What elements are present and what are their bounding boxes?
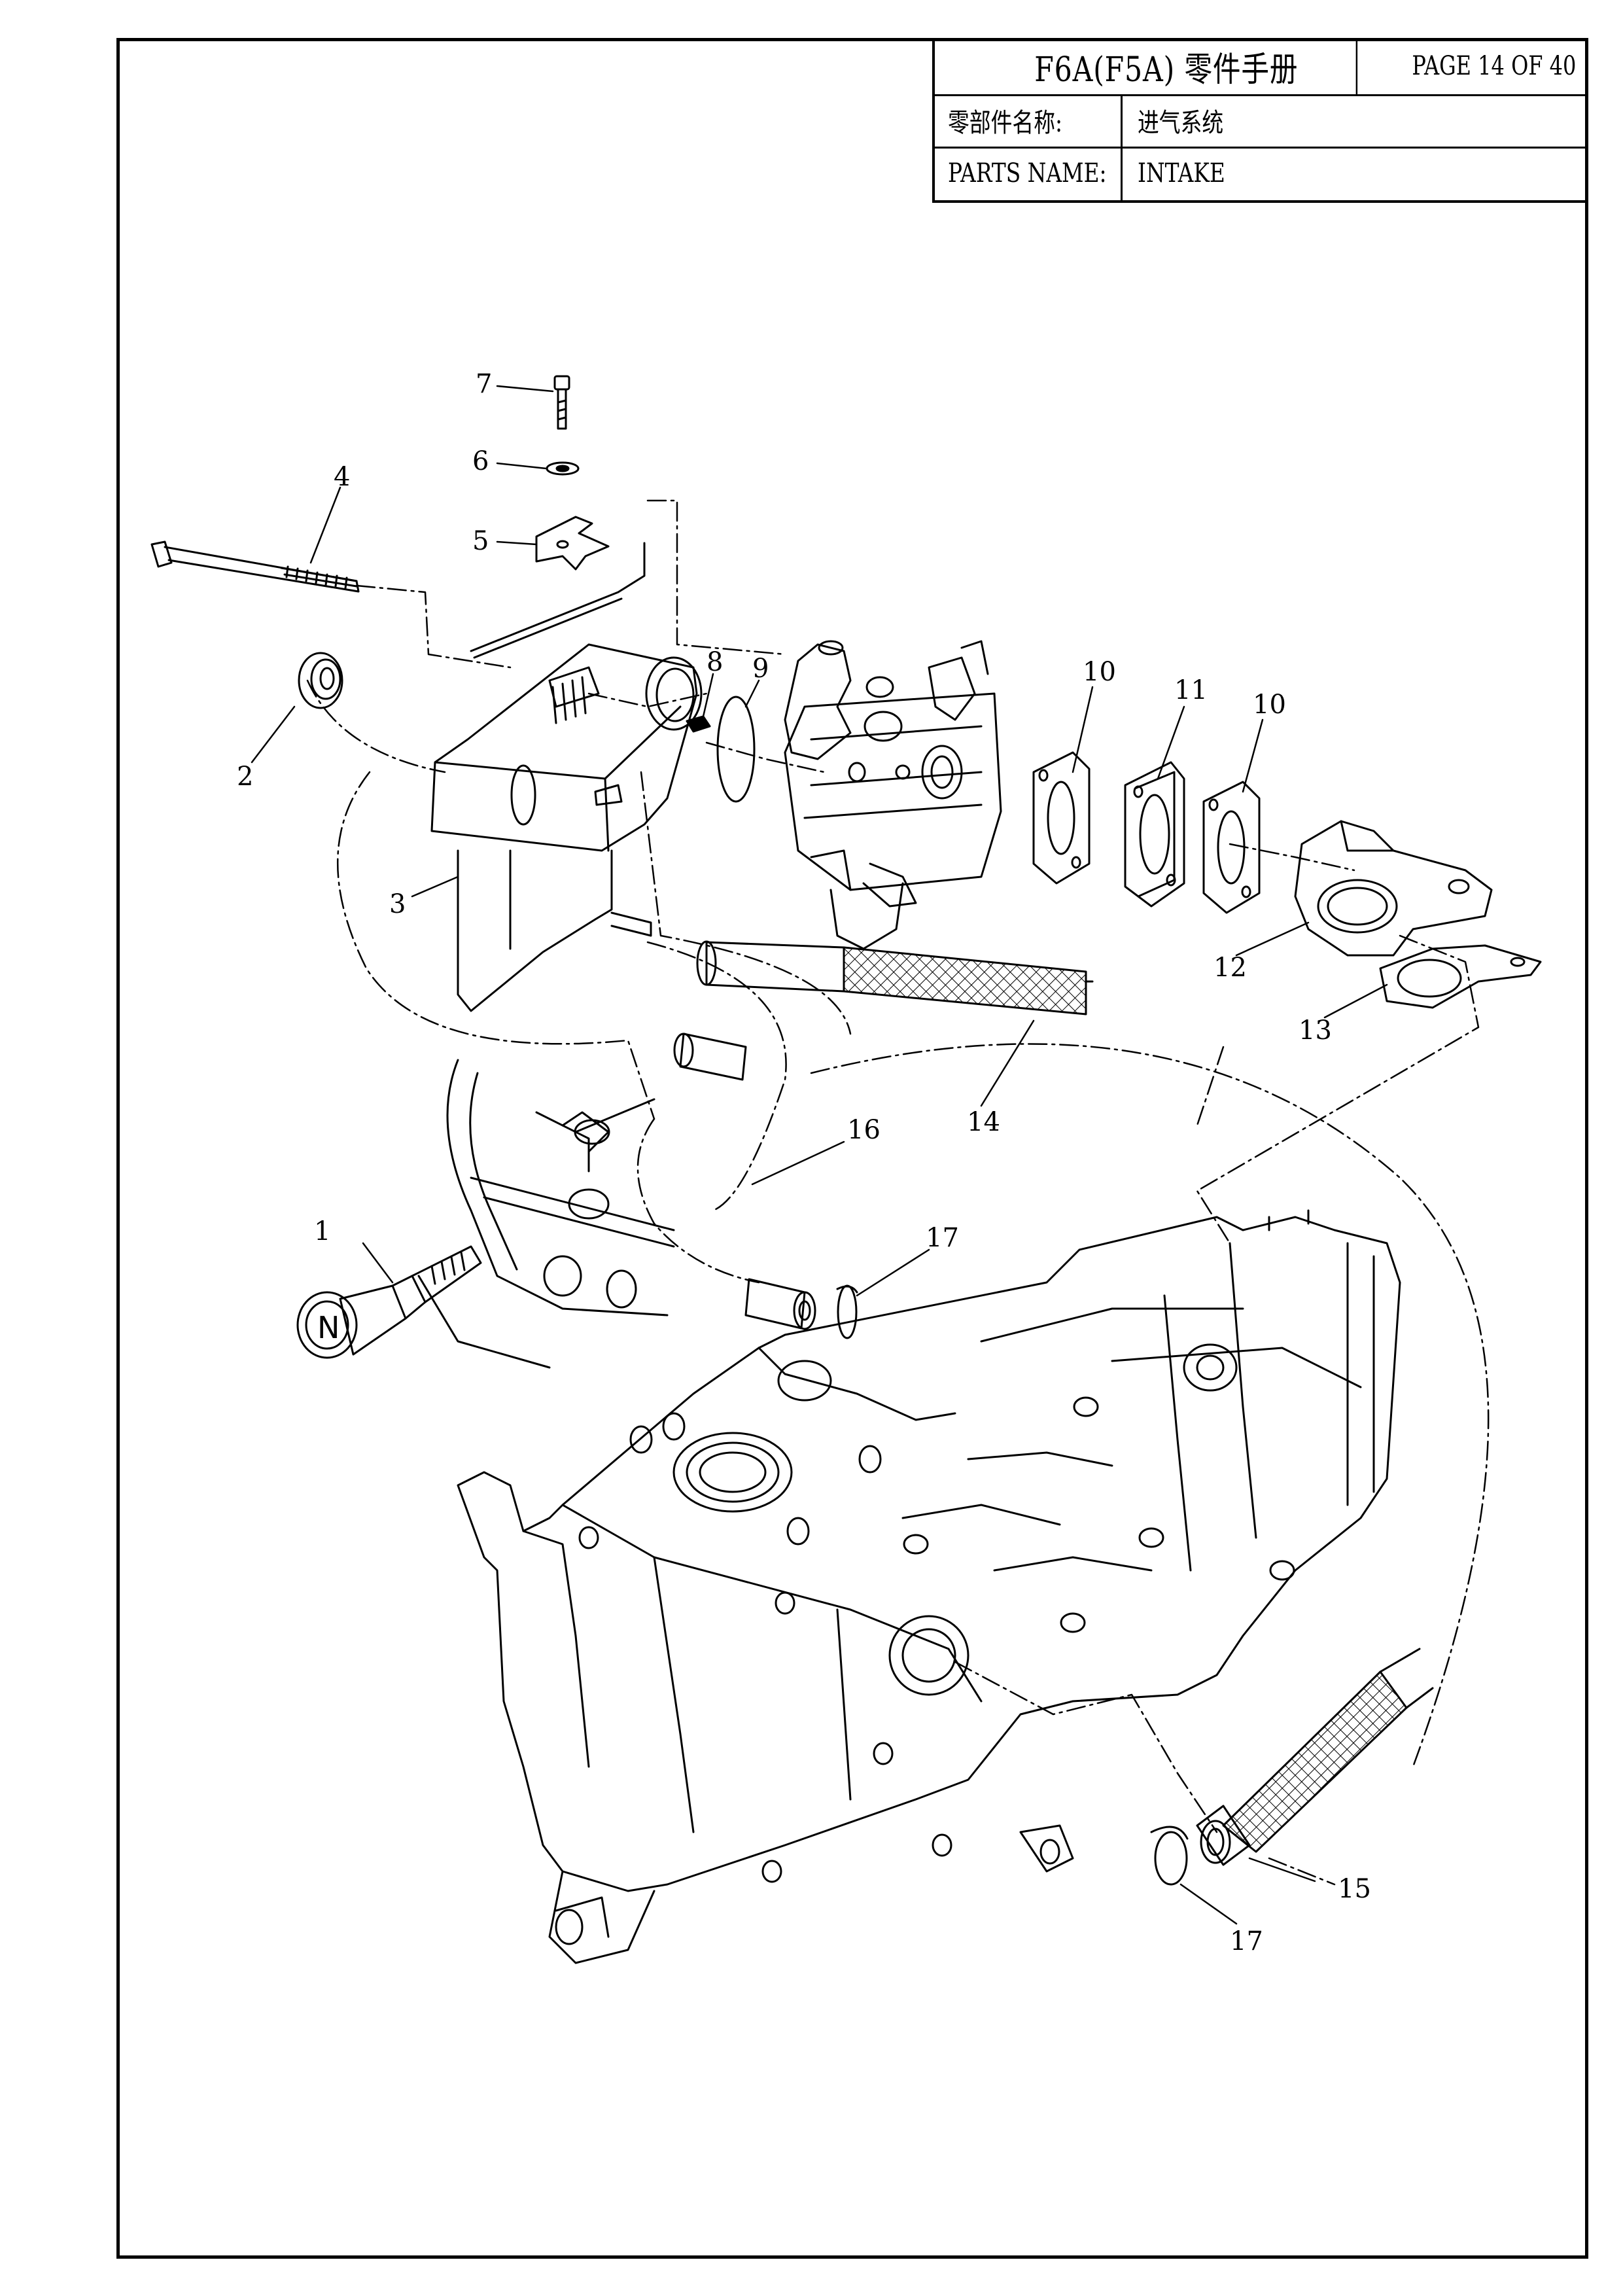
- part-11-spacer: [1124, 761, 1185, 908]
- callout-9: 9: [752, 654, 769, 684]
- part-17-clip: [836, 1284, 858, 1339]
- callout-16: 16: [847, 1115, 881, 1145]
- callout-15: 15: [1338, 1874, 1371, 1904]
- part-5-bracket: [535, 516, 610, 571]
- part-10b-gasket: [1202, 781, 1261, 914]
- callout-7: 7: [476, 369, 492, 399]
- assembly-guide-lines: [306, 499, 1490, 1886]
- parts-name-label-cn: 零部件名称:: [935, 94, 1123, 147]
- part-4-long-screw: [150, 540, 360, 593]
- callout-4: 4: [334, 462, 350, 492]
- callout-1: 1: [314, 1216, 330, 1246]
- callout-11: 11: [1174, 675, 1208, 705]
- part-1-choke-knob: N: [296, 1245, 482, 1359]
- callout-17b: 17: [1230, 1926, 1263, 1956]
- callout-12: 12: [1213, 953, 1247, 983]
- callout-numbers: 7 6 5 4 2 3 8 9 10 11 10 12 13 14 16 17 …: [237, 369, 1371, 1956]
- callout-2: 2: [237, 762, 253, 792]
- drawing-frame: [116, 38, 1588, 2259]
- part-2-grommet: [298, 652, 343, 709]
- callout-6: 6: [472, 446, 489, 476]
- part-15-fuel-hose: [1196, 1648, 1434, 1866]
- callout-17: 17: [926, 1223, 959, 1253]
- callout-5: 5: [472, 526, 489, 556]
- lower-cowl-section: [417, 1059, 675, 1369]
- callout-14: 14: [967, 1107, 1000, 1137]
- part-3-intake-silencer: [430, 643, 703, 1012]
- part-17b-clip: [1150, 1826, 1189, 1886]
- engine-cylinder-block: [457, 1209, 1401, 1964]
- manual-title: F6A(F5A) 零件手册: [977, 38, 1358, 94]
- parts-name-value-cn: 进气系统: [1138, 108, 1224, 138]
- callout-10: 10: [1083, 657, 1116, 687]
- parts-name-value-en: INTAKE: [1138, 158, 1225, 188]
- part-9-o-ring: [716, 696, 756, 803]
- part-14-fuel-hose: [696, 940, 1094, 1016]
- carburetor: [784, 640, 1002, 950]
- parts-name-row-cn: 零部件名称: 进气系统: [935, 94, 1588, 149]
- part-12-intake-manifold: [1294, 820, 1493, 957]
- callout-10b: 10: [1253, 690, 1286, 720]
- part-10-gasket: [1032, 751, 1091, 885]
- callout-13: 13: [1299, 1016, 1332, 1046]
- parts-name-label-en: PARTS NAME:: [935, 147, 1123, 200]
- part-6-washer: [546, 461, 580, 476]
- title-block: F6A(F5A) 零件手册 PAGE 14 OF 40 零部件名称: 进气系统 …: [932, 38, 1588, 203]
- page-number: PAGE 14 OF 40: [1412, 51, 1577, 81]
- part-13-gasket: [1379, 944, 1542, 1009]
- choke-knob-letter: N: [317, 1310, 340, 1345]
- choke-rod: [470, 542, 646, 659]
- part-7-bolt: [553, 375, 570, 430]
- parts-name-row-en: PARTS NAME: INTAKE: [935, 147, 1588, 200]
- part-8-nut: [686, 715, 711, 733]
- title-row: F6A(F5A) 零件手册 PAGE 14 OF 40: [935, 38, 1588, 96]
- callout-3: 3: [389, 889, 406, 919]
- part-16-hose: [673, 1033, 816, 1330]
- leader-lines: [251, 385, 1388, 1925]
- callout-8: 8: [707, 647, 723, 677]
